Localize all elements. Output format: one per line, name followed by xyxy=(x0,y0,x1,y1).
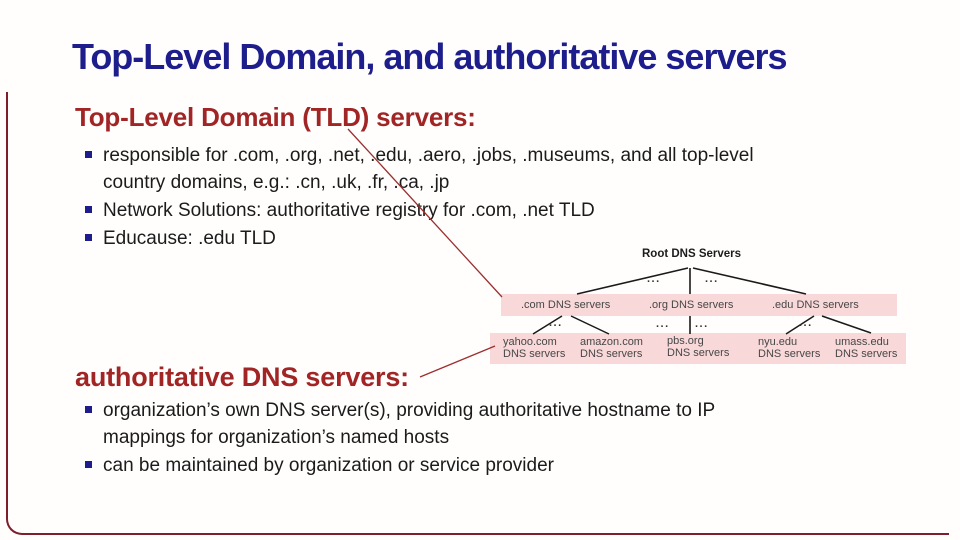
ellipsis: ... xyxy=(656,318,670,330)
section-heading-authoritative: authoritative DNS servers: xyxy=(75,362,409,392)
bullet-item-maintained-by: can be maintained by organization or ser… xyxy=(85,452,915,479)
bullet-square-icon xyxy=(85,234,92,241)
bullet-square-icon xyxy=(85,461,92,468)
bullet-square-icon xyxy=(85,206,92,213)
bullet-line: Network Solutions: authoritative registr… xyxy=(103,200,595,221)
bullet-line: organization’s own DNS server(s), provid… xyxy=(103,400,716,421)
tld-node-edu: .edu DNS servers xyxy=(772,299,859,311)
bullet-item-org-own-server: organization’s own DNS server(s), provid… xyxy=(85,397,915,451)
tree-line xyxy=(576,267,689,295)
auth-node-sub: DNS servers xyxy=(503,348,566,360)
auth-node-sub: DNS servers xyxy=(667,347,730,359)
tld-servers-highlight-band xyxy=(501,294,897,316)
tld-node-com: .com DNS servers xyxy=(521,299,611,311)
tree-line xyxy=(821,315,872,334)
ellipsis: ... xyxy=(549,317,563,329)
auth-node-name: amazon.com xyxy=(580,336,643,348)
bullet-square-icon xyxy=(85,406,92,413)
auth-node-name: yahoo.com xyxy=(503,336,557,348)
tld-node-org: .org DNS servers xyxy=(649,299,734,311)
slide-title: Top-Level Domain, and authoritative serv… xyxy=(72,36,788,77)
ellipsis: ... xyxy=(799,317,813,329)
bullet-item-network-solutions: Network Solutions: authoritative registr… xyxy=(85,197,915,224)
auth-node-name: pbs.org xyxy=(667,335,704,347)
section-heading-tld: Top-Level Domain (TLD) servers: xyxy=(75,102,476,132)
ellipsis: ... xyxy=(647,273,661,285)
auth-node-name: nyu.edu xyxy=(758,336,798,348)
bullet-line: can be maintained by organization or ser… xyxy=(103,455,554,476)
tld-bullet-list: responsible for .com, .org, .net, .edu, … xyxy=(85,142,915,253)
auth-node-sub: DNS servers xyxy=(835,348,898,360)
bullet-item-educause: Educause: .edu TLD xyxy=(85,225,915,252)
auth-node-name: umass.edu xyxy=(835,336,889,348)
authoritative-bullet-list: organization’s own DNS server(s), provid… xyxy=(85,397,915,480)
root-dns-servers-label: Root DNS Servers xyxy=(642,248,742,260)
bullet-line: country domains, e.g.: .cn, .uk, .fr, .c… xyxy=(103,172,450,193)
bullet-line: Educause: .edu TLD xyxy=(103,228,276,249)
bullet-square-icon xyxy=(85,151,92,158)
bullet-item-responsible: responsible for .com, .org, .net, .edu, … xyxy=(85,142,915,196)
callout-line-authoritative xyxy=(419,345,496,378)
auth-node-sub: DNS servers xyxy=(758,348,821,360)
tree-line xyxy=(570,315,610,335)
bullet-line: responsible for .com, .org, .net, .edu, … xyxy=(103,145,754,166)
authoritative-servers-highlight-band xyxy=(490,333,906,364)
ellipsis: ... xyxy=(695,318,709,330)
auth-node-sub: DNS servers xyxy=(580,348,643,360)
bullet-line: mappings for organization’s named hosts xyxy=(103,427,450,448)
ellipsis: ... xyxy=(705,273,719,285)
